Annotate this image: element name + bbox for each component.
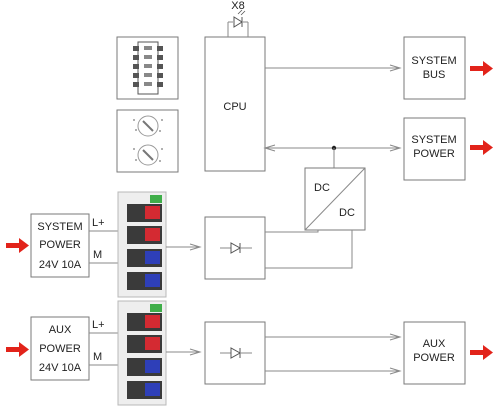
system-power-output-block: [403, 117, 466, 181]
diode-icon: [220, 347, 252, 359]
red-arrow-icon: [470, 345, 493, 360]
red-arrow-icon: [6, 238, 29, 253]
rotary-switch-icon: [116, 109, 179, 173]
aux-power-output-label-line2: POWER: [413, 352, 455, 364]
cpu-block: [204, 36, 266, 172]
system-power-input-label-line2: POWER: [39, 239, 81, 251]
led-icon: [233, 9, 246, 28]
x8-label: X8: [231, 0, 244, 12]
aux-power-output-block: [403, 321, 466, 385]
aux-power-input-label-line3: 24V 10A: [39, 362, 82, 374]
system-power-input-block: [30, 213, 90, 278]
system-bus-block: [403, 36, 466, 100]
dip-switch-icon: [116, 36, 179, 100]
dc-dc-converter-icon: [304, 167, 366, 231]
red-arrow-icon: [470, 140, 493, 155]
system-bus-label-line2: BUS: [423, 69, 446, 81]
aux-power-output-label-line1: AUX: [423, 338, 446, 350]
l-plus-label-system: L+: [92, 217, 105, 229]
dc-output-label: DC: [339, 207, 355, 219]
system-power-input-label-line3: 24V 10A: [39, 259, 82, 271]
m-label-aux: M: [93, 351, 102, 363]
aux-power-input-block: [30, 316, 90, 381]
system-power-output-label-line1: SYSTEM: [411, 134, 456, 146]
l-plus-label-aux: L+: [92, 319, 105, 331]
aux-power-input-label-line1: AUX: [49, 324, 72, 336]
system-power-output-label-line2: POWER: [413, 148, 455, 160]
dc-input-label: DC: [314, 182, 330, 194]
terminal-block-icon: [117, 191, 167, 298]
system-bus-label-line1: SYSTEM: [411, 55, 456, 67]
terminal-block-icon: [117, 300, 167, 406]
aux-power-input-label-line2: POWER: [39, 343, 81, 355]
red-arrow-icon: [470, 61, 493, 76]
red-arrow-icon: [6, 342, 29, 357]
cpu-label: CPU: [223, 101, 246, 113]
diode-icon: [220, 242, 252, 254]
m-label-system: M: [93, 249, 102, 261]
system-power-input-label-line1: SYSTEM: [37, 221, 82, 233]
